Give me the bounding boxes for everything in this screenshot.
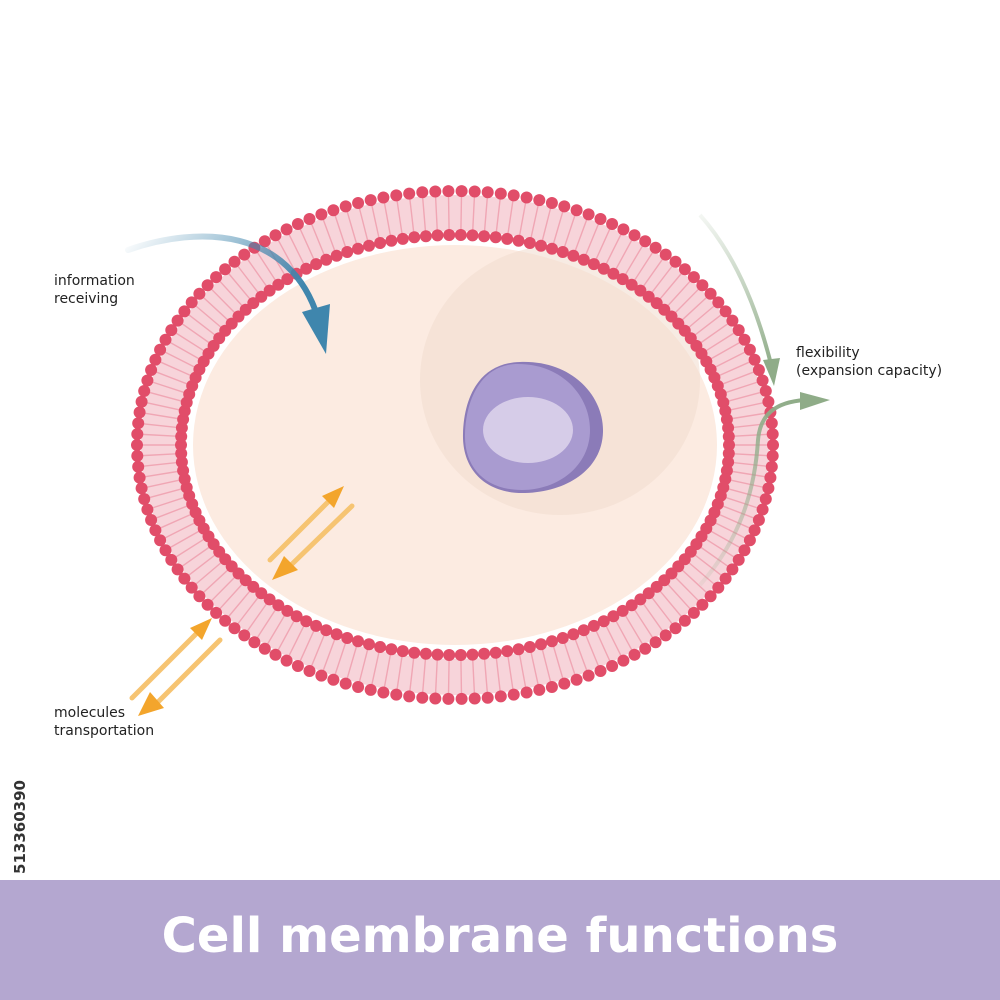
flexibility-arrows [698, 213, 830, 587]
title-banner [0, 880, 1000, 1000]
nucleolus [483, 397, 573, 463]
cell-membrane-diagram [125, 185, 830, 716]
molecule-transport-arrows [129, 486, 355, 716]
cytoplasm [193, 245, 717, 645]
flexibility-label: flexibility (expansion capacity) [796, 345, 943, 379]
information-receiving-label: information receiving [54, 273, 135, 307]
image-id-text: 513360390 [11, 780, 29, 874]
page-title: Cell membrane functions [161, 908, 839, 964]
nucleus [462, 361, 604, 494]
molecules-transportation-label: molecules transportation [54, 705, 155, 739]
information-receiving-arrow [125, 233, 330, 354]
phospholipid-bilayer [131, 185, 779, 705]
